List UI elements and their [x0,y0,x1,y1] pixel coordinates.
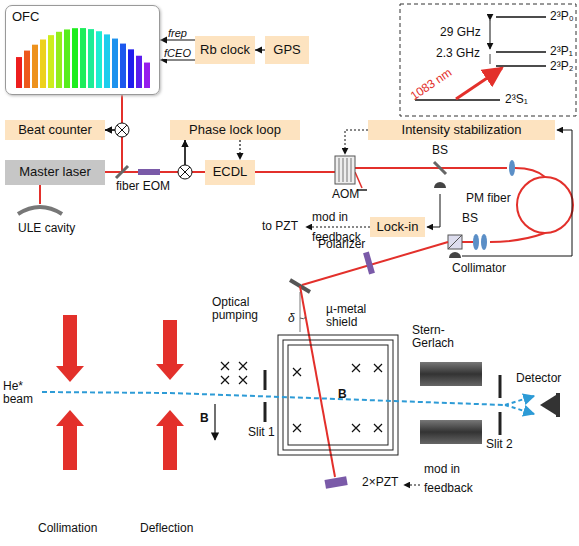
annotation-label: to PZT [262,220,298,233]
signal-label: frep [167,27,188,39]
process-box: Rb clock [195,36,255,64]
process-box: GPS [265,36,309,64]
process-box: Master laser [5,160,105,185]
box-text: GPS [273,43,300,57]
annotation-label: 1083 nm [408,66,454,103]
annotation-label: Collimation [38,522,97,535]
connector [105,140,189,172]
annotation-label: 2³P₂ [550,60,573,73]
annotation-label: 29 GHz [440,26,481,39]
process-box: Beat counter [5,120,105,140]
process-box: Phase lock loop [170,120,300,140]
box-text: Lock-in [377,220,419,234]
process-box: Lock-in [370,217,425,237]
comb-panel: OFC [5,5,160,95]
annotation-label: mod in [312,211,348,224]
box-text: ECDL [213,165,248,179]
annotation-label: Deflection [140,522,193,535]
annotation-label: mod in [424,463,460,476]
annotation-label: B [200,412,209,425]
annotation-label: PM fiber [466,192,511,205]
process-box: Intensity stabilization [368,120,555,140]
signal-label: fCEO [163,47,192,59]
annotation-label: 2³P₁ [550,45,573,58]
annotation-label: B [338,388,347,401]
box-text: OFC [12,10,39,24]
annotation-label: fiber EOM [116,180,170,193]
annotation-label: Detector [516,372,561,385]
annotation-label: Stern-Gerlach [412,324,470,350]
annotation-label: BS [462,212,478,225]
annotation-label: Slit 2 [486,438,513,451]
annotation-label: AOM [332,188,359,201]
annotation-label: Polarizer [318,238,365,251]
box-text: Beat counter [18,123,92,137]
connector [255,47,265,54]
annotation-label: µ-metal shield [326,303,378,329]
annotation-label: ULE cavity [18,222,75,235]
annotation-label: Slit 1 [248,426,275,439]
annotation-label: He* beam [3,380,37,406]
box-text: Rb clock [200,43,250,57]
box-text: Master laser [19,165,91,179]
annotation-label: BS [432,144,448,157]
annotation-label: δ [288,312,295,325]
annotation-label: 2×PZT [362,476,398,489]
annotation-label: Optical pumping [212,296,272,322]
annotation-label: 2³P₀ [550,10,574,23]
annotation-label: feedback [424,482,473,495]
connector [237,140,244,160]
annotation-label: 2³S₁ [505,93,528,106]
process-box: ECDL [205,160,255,185]
box-text: Intensity stabilization [402,123,522,137]
annotation-label: Collimator [452,262,506,275]
box-text: Phase lock loop [189,123,281,137]
annotation-label: 2.3 GHz [436,47,480,60]
